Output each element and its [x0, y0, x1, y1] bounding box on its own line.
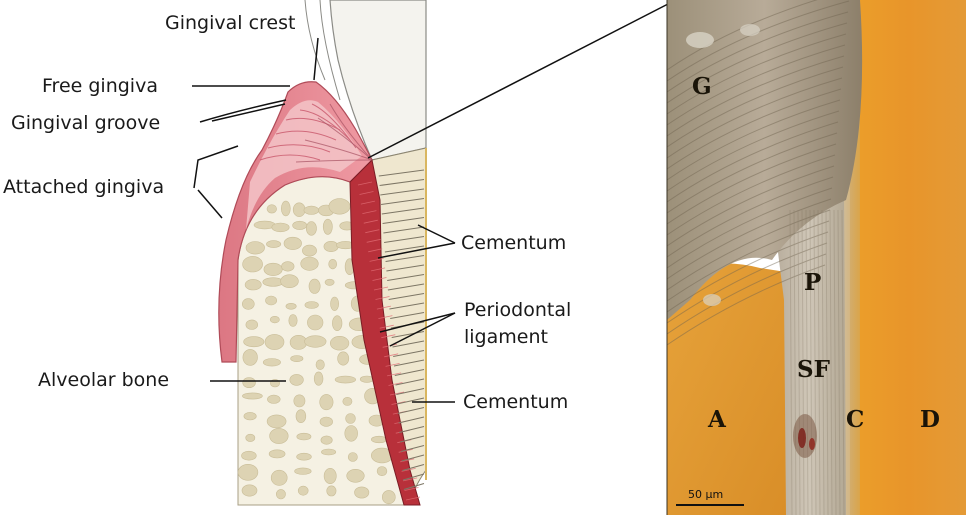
label-gingival-crest: Gingival crest: [165, 12, 296, 34]
leader-lines: [192, 3, 669, 403]
label-alveolar-bone: Alveolar bone: [38, 369, 170, 391]
label-periodontal-ligament-1: Periodontal: [464, 299, 572, 321]
micrograph: [667, 0, 966, 515]
label-cementum-upper: Cementum: [461, 232, 567, 254]
micro-label-a: A: [708, 406, 726, 433]
label-periodontal-ligament-2: ligament: [464, 326, 548, 348]
label-free-gingiva: Free gingiva: [42, 75, 158, 97]
label-cementum-lower: Cementum: [463, 391, 569, 413]
micro-label-sf: SF: [797, 356, 830, 383]
label-gingival-groove: Gingival groove: [11, 112, 161, 134]
scale-bar-label: 50 µm: [688, 488, 724, 501]
periodontal-ligament: [349, 158, 421, 506]
micro-label-d: D: [920, 406, 940, 433]
micro-label-p: P: [804, 269, 822, 296]
micro-label-c: C: [846, 406, 865, 433]
tooth-diagram: [192, 0, 669, 506]
micro-label-g: G: [692, 73, 712, 100]
bone-trabeculae: [237, 198, 396, 505]
label-attached-gingiva: Attached gingiva: [3, 176, 165, 198]
